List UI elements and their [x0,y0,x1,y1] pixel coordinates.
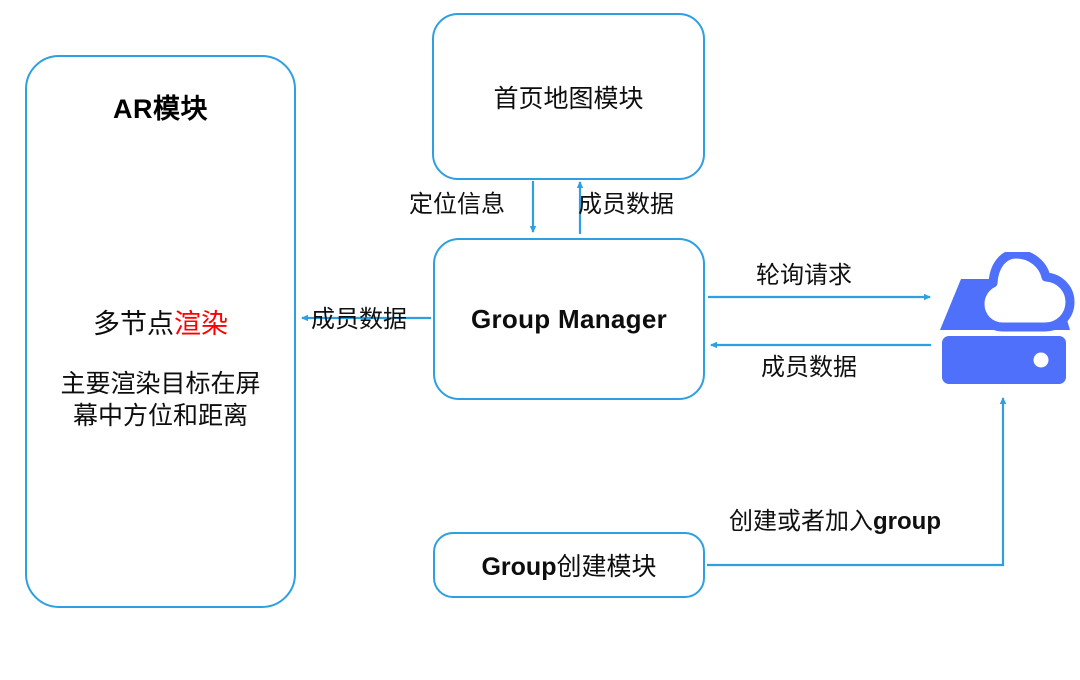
ar-module-description-line-2: 幕中方位和距离 [72,403,248,430]
edge-label-member-data-left: 成员数据 [311,307,407,333]
edge-label-create-or-join-en: group [873,508,941,535]
map-module-label: 首页地图模块 [493,85,644,113]
node-ar-module[interactable]: AR模块 多节点渲染 主要渲染目标在屏 幕中方位和距离 [25,55,296,608]
node-server[interactable] [930,249,1078,392]
ar-module-description: 主要渲染目标在屏 幕中方位和距离 [27,369,294,433]
ar-module-render-accent: 渲染 [174,309,228,339]
edge-label-member-data-up: 成员数据 [578,192,674,218]
ar-module-render-line: 多节点渲染 [27,307,294,341]
edge-label-create-or-join-group: 创建或者加入group [729,508,941,535]
group-create-module-label-en: Group [481,553,557,581]
edge-label-create-or-join-cn: 创建或者加入 [729,509,873,535]
ar-module-title: AR模块 [113,94,208,124]
ar-module-description-line-1: 主要渲染目标在屏 [60,371,261,398]
ar-module-body: 多节点渲染 主要渲染目标在屏 幕中方位和距离 [27,307,294,433]
cloud-server-icon [940,249,1075,384]
group-create-module-label: Group创建模块 [481,547,656,583]
edge-create-to-server [707,397,1007,567]
edge-label-polling-request: 轮询请求 [756,263,852,289]
edge-label-location-info: 定位信息 [409,192,505,218]
ar-module-render-plain: 多节点 [93,309,174,339]
node-group-create-module[interactable]: Group创建模块 [433,532,705,598]
group-create-module-label-cn: 创建模块 [556,554,657,581]
node-group-manager[interactable]: Group Manager [433,238,705,400]
group-manager-label: Group Manager [470,303,668,334]
edge-label-member-data-right: 成员数据 [761,355,857,381]
node-map-module[interactable]: 首页地图模块 [432,13,705,180]
